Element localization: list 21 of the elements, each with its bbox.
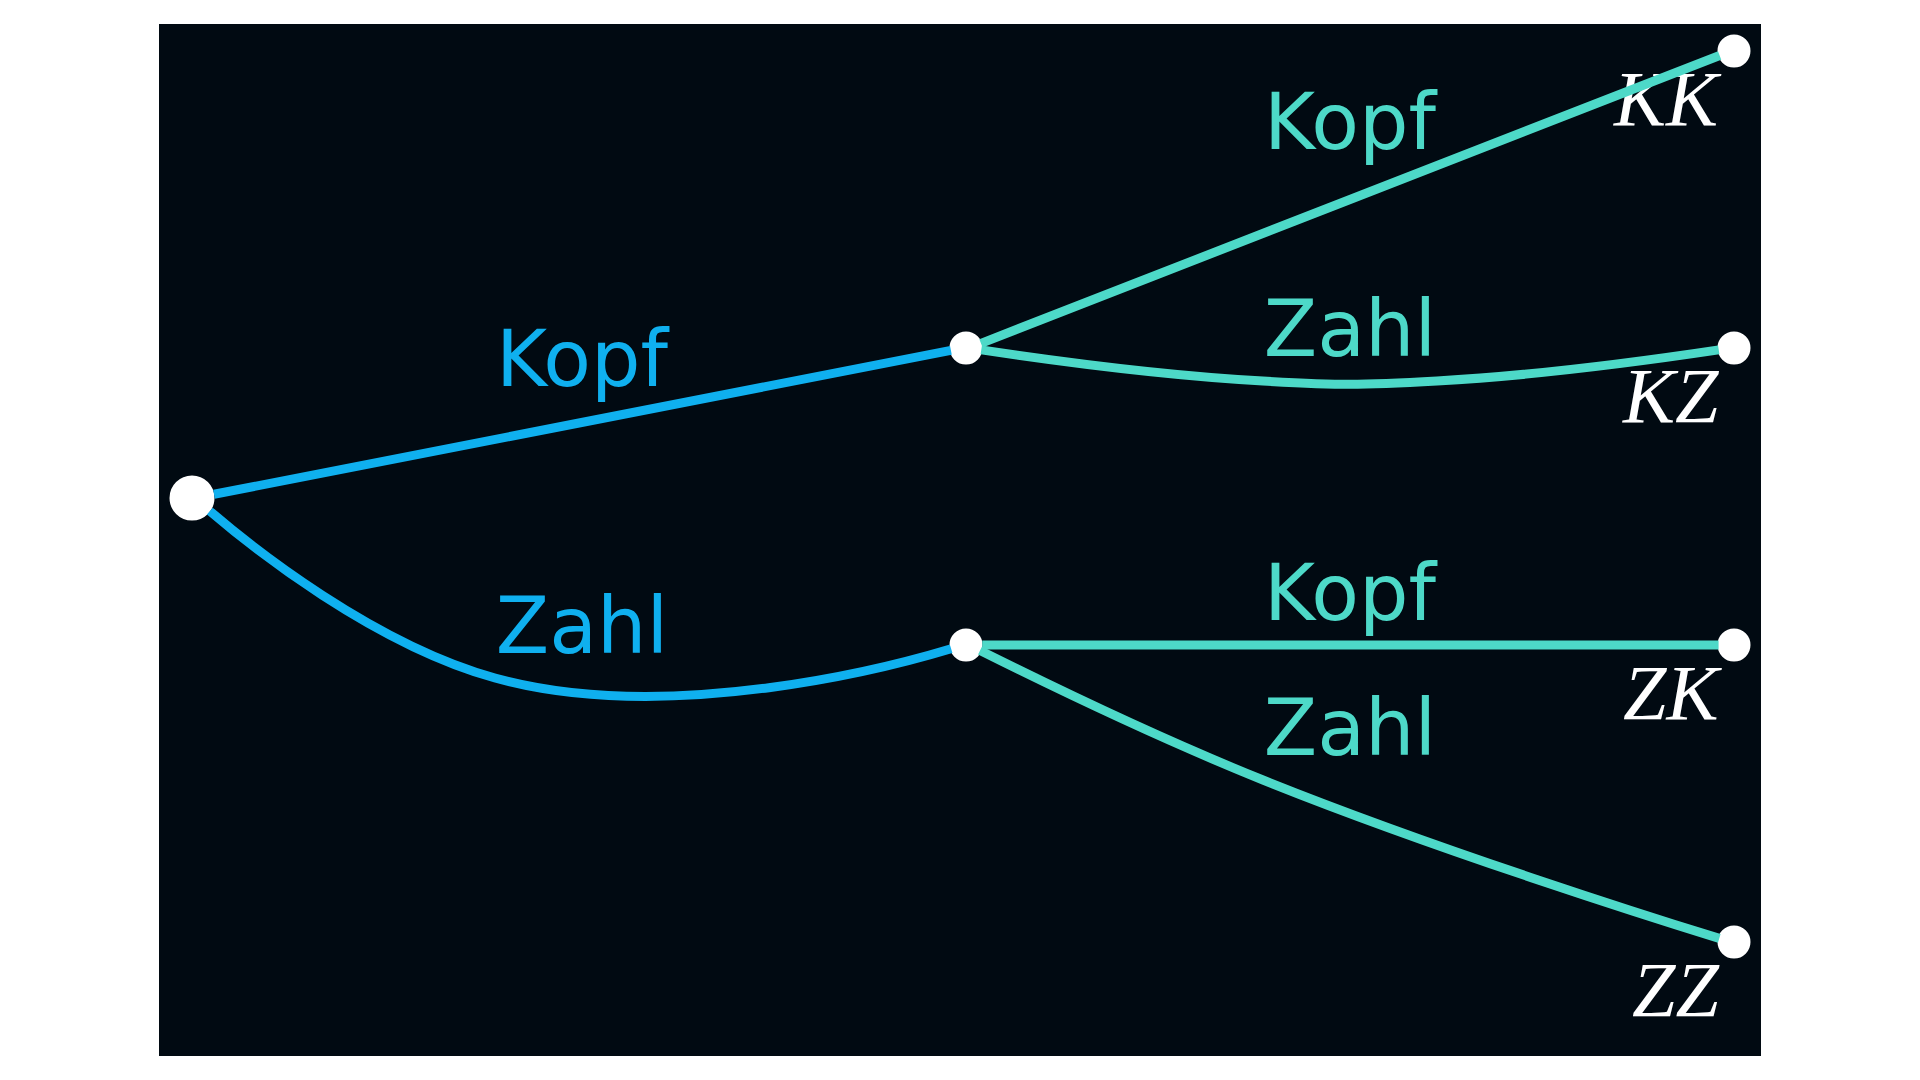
connector [982, 640, 1719, 650]
edge-label: Kopf [1264, 548, 1436, 639]
connector [206, 507, 953, 701]
connector [979, 51, 1722, 348]
node-circle [1717, 925, 1751, 959]
node-circle [949, 628, 983, 662]
edge-label: Zahl [1263, 683, 1437, 774]
node-circle [1717, 628, 1751, 662]
node-circle [1717, 34, 1751, 68]
node-circle [1717, 331, 1751, 365]
node-label: KZ [1623, 352, 1719, 440]
node-label: ZZ [1632, 946, 1719, 1034]
edge-label: Kopf [496, 314, 668, 405]
edge-label: Kopf [1264, 77, 1436, 168]
node-circle [949, 331, 983, 365]
connector [978, 646, 1721, 943]
node-circle [169, 475, 215, 521]
connector [980, 345, 1720, 389]
connector [213, 345, 952, 499]
edge-label: Zahl [495, 581, 669, 672]
edge-label: Zahl [1263, 284, 1437, 375]
